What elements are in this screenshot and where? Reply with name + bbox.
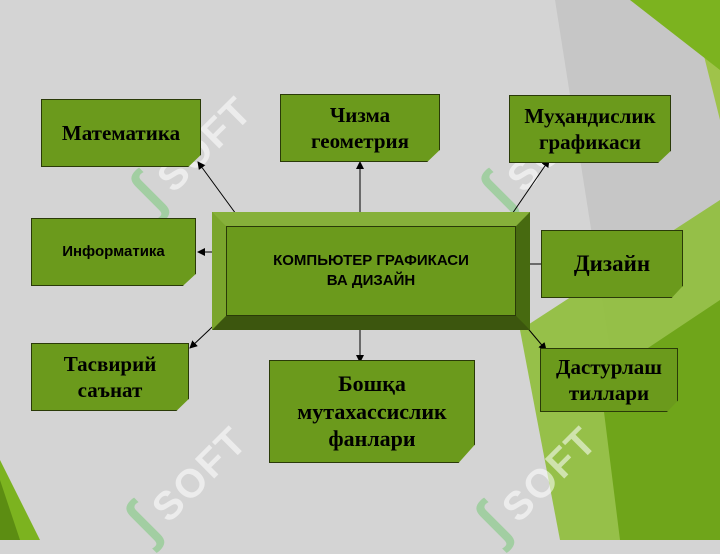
node-design: Дизайн [541,230,683,298]
node-other-disciplines: Бошқа мутахассислик фанлари [269,360,475,463]
node-engineering-graphics: Муҳандислик графикаси [509,95,671,163]
node-math: Математика [41,99,201,167]
node-drawing-geometry: Чизма геометрия [280,94,440,162]
center-title: КОМПЬЮТЕР ГРАФИКАСИ ВА ДИЗАЙН [226,226,516,316]
node-programming-languages: Дастурлаш тиллари [540,348,678,412]
node-informatics: Информатика [31,218,196,286]
center-node: КОМПЬЮТЕР ГРАФИКАСИ ВА ДИЗАЙН [212,212,530,330]
node-visual-art: Тасвирий саънат [31,343,189,411]
